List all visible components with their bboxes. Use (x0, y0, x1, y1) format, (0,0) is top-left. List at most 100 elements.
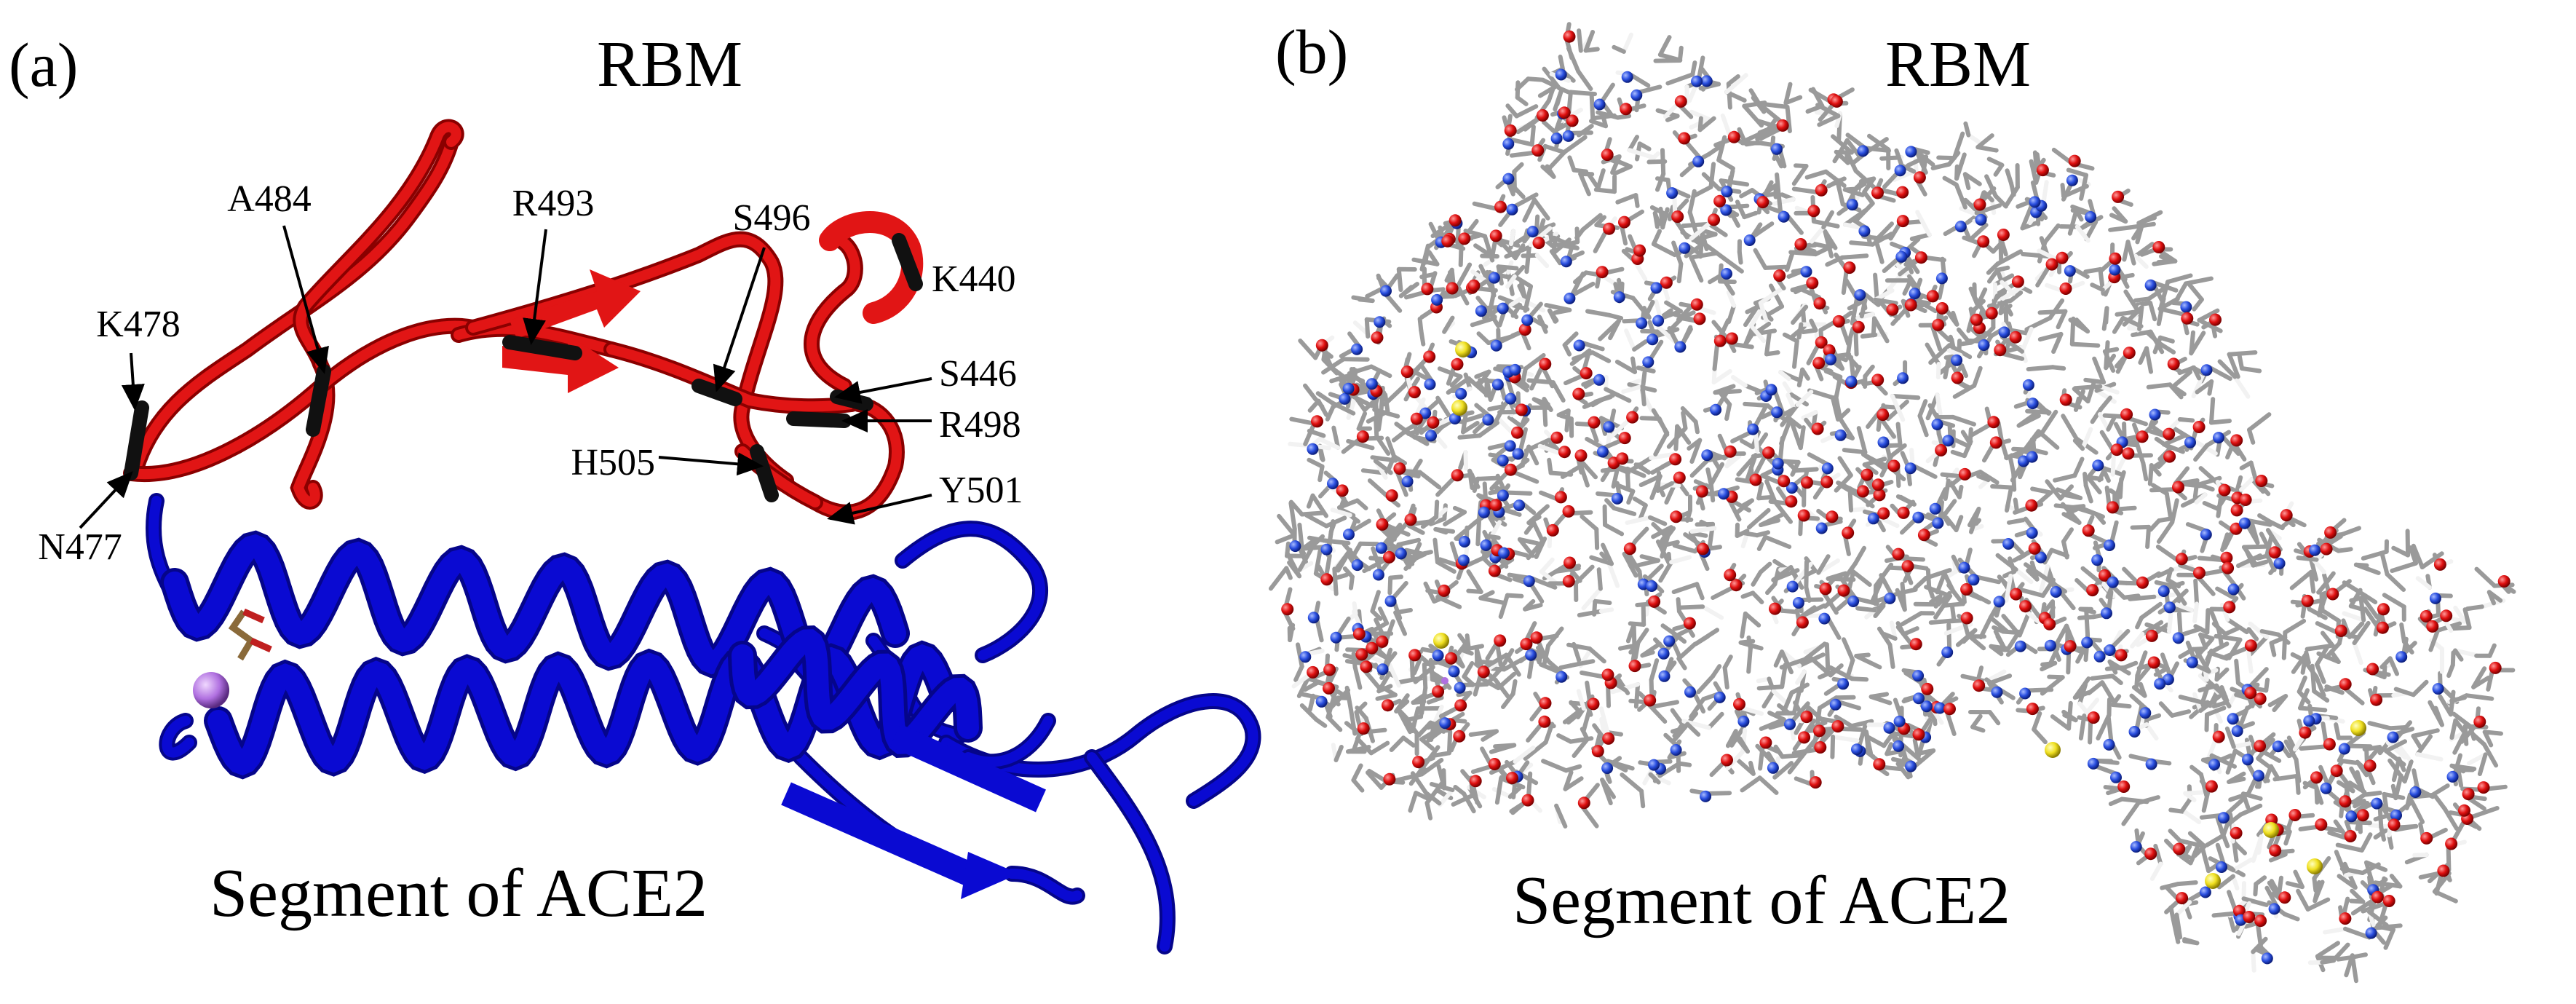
oxygen-atom (1315, 339, 1328, 352)
bond (1676, 261, 1684, 284)
oxygen-atom (2382, 895, 2395, 907)
bond (2148, 518, 2162, 532)
nitrogen-atom (2066, 174, 2078, 186)
bond (1596, 110, 1620, 120)
bond (2066, 167, 2088, 178)
bond (1726, 290, 1737, 308)
bond (1799, 605, 1817, 619)
bond (1910, 463, 1938, 479)
bond (2035, 264, 2051, 288)
bond (1475, 475, 1498, 481)
oxygen-atom (2445, 837, 2458, 850)
bond (1676, 656, 1687, 671)
bond (1670, 708, 1685, 727)
bond (1574, 564, 1595, 585)
bond (1954, 515, 1964, 532)
bond (1557, 86, 1572, 95)
bond (1726, 731, 1737, 748)
bond (2090, 673, 2115, 681)
bond (1331, 425, 1341, 450)
bond (2067, 207, 2079, 236)
bond (1395, 772, 1424, 783)
bond (2030, 180, 2040, 202)
bond (1508, 137, 1534, 147)
bond (1658, 206, 1665, 230)
nitrogen-atom (2029, 196, 2041, 208)
bond (2411, 768, 2420, 791)
bond (1564, 373, 1586, 386)
nitrogen-atom (1846, 199, 1858, 211)
bond (1922, 302, 1938, 314)
nitrogen-atom (1384, 595, 1397, 607)
bond (2315, 662, 2326, 684)
bond (2264, 885, 2279, 909)
bond (2080, 427, 2093, 451)
bond (1593, 598, 1612, 605)
bond (1566, 642, 1592, 651)
hl-s496 (691, 379, 742, 406)
residue-arrow-5 (834, 377, 932, 404)
bond (1685, 507, 1692, 523)
nitrogen-atom (2227, 583, 2240, 596)
nitrogen-atom (1932, 517, 1944, 529)
oxygen-atom (2326, 588, 2339, 601)
bond (1602, 438, 1625, 450)
bond (2131, 329, 2153, 338)
bond (1755, 432, 1769, 449)
bond (1431, 704, 1444, 727)
bond (2384, 748, 2406, 767)
nitrogen-atom (1912, 670, 1925, 682)
nitrogen-atom (2371, 797, 2383, 810)
bond (1577, 28, 1583, 53)
bond (1743, 383, 1766, 395)
bond (1620, 772, 1644, 794)
bond (2385, 572, 2406, 592)
oxygen-atom (2458, 804, 2470, 817)
bond (2099, 395, 2112, 411)
oxygen-atom (1376, 518, 1389, 531)
bond (1382, 384, 1406, 407)
bond (1691, 232, 1718, 242)
nitrogen-atom (1720, 204, 1732, 216)
bond (1818, 101, 1836, 122)
bond (1563, 776, 1584, 791)
bond (2351, 801, 2370, 816)
bond (1889, 620, 1898, 641)
oxygen-atom (2339, 678, 2352, 691)
bond (2265, 528, 2283, 552)
bond (1443, 510, 1467, 526)
bond (1724, 90, 1747, 103)
nitrogen-atom (1858, 225, 1871, 237)
bond (1969, 507, 1981, 534)
nitrogen-atom (1929, 502, 1941, 515)
bond (1541, 759, 1569, 773)
bond (2122, 660, 2139, 670)
bond (1890, 394, 1906, 422)
bond (1707, 221, 1728, 237)
nitrogen-atom (1459, 536, 1470, 548)
bond (2300, 652, 2308, 675)
bond (1869, 578, 1885, 605)
bond (2359, 832, 2373, 853)
bond (1962, 172, 1982, 186)
bond (2177, 838, 2205, 848)
bond (1416, 720, 1433, 738)
bond (1961, 628, 1978, 644)
bond (1376, 671, 1392, 694)
bond (2144, 346, 2153, 374)
bond (1463, 450, 1469, 471)
bond (1756, 684, 1785, 691)
bond (2373, 880, 2403, 889)
oxygen-atom (1511, 426, 1523, 439)
bond (1462, 661, 1475, 679)
bond (1436, 764, 1447, 791)
bond (1872, 316, 1890, 344)
nitrogen-atom (1560, 256, 1572, 268)
bond (2085, 379, 2096, 404)
bond (2133, 242, 2155, 258)
bond (1808, 655, 1833, 678)
bond (1641, 300, 1655, 323)
bond (1892, 169, 1917, 182)
bond (2449, 718, 2458, 740)
bond (2096, 713, 2112, 740)
